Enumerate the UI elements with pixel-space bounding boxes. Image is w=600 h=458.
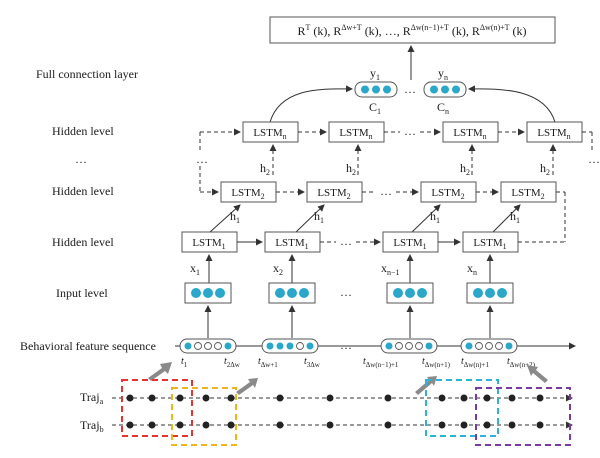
output-formula: RT (k), RΔw+T (k), …, RΔw(n−1)+T (k), RΔ… xyxy=(297,23,526,38)
svg-text:…: … xyxy=(588,152,600,166)
svg-text:tΔw(n)+1: tΔw(n)+1 xyxy=(461,356,489,369)
y1-label: y1 xyxy=(370,66,380,82)
yn-label: yn xyxy=(438,66,448,82)
svg-text:LSTMn: LSTMn xyxy=(537,127,570,141)
curve-to-c1 xyxy=(269,85,353,123)
svg-text:LSTM2: LSTM2 xyxy=(317,187,350,201)
h2-connections: h2 h2 h2 h2 xyxy=(260,144,557,177)
label-input-level: Input level xyxy=(56,286,108,300)
output-formula-box: RT (k), RΔw+T (k), …, RΔw(n−1)+T (k), RΔ… xyxy=(269,16,556,44)
output-ellipsis: … xyxy=(404,82,416,96)
svg-text:LSTMn: LSTMn xyxy=(453,127,486,141)
svg-text:xn: xn xyxy=(467,261,477,277)
svg-text:tΔw(n+2): tΔw(n+2) xyxy=(507,356,536,369)
svg-text:LSTM2: LSTM2 xyxy=(431,187,464,201)
traj-a-label: Traja xyxy=(80,390,104,406)
input-level-nodes: … xyxy=(184,282,514,304)
output-node-cn: yn Cn xyxy=(423,66,467,116)
svg-text:h2: h2 xyxy=(460,161,470,177)
svg-text:LSTMn: LSTMn xyxy=(253,127,286,141)
label-hidden-level-2: Hidden level xyxy=(52,184,114,198)
svg-text:h1: h1 xyxy=(510,209,520,225)
svg-text:LSTM1: LSTM1 xyxy=(393,237,426,251)
svg-text:…: … xyxy=(340,338,352,352)
cn-label: Cn xyxy=(437,100,449,116)
svg-text:h2: h2 xyxy=(346,161,356,177)
svg-text:t3Δw: t3Δw xyxy=(304,356,321,369)
svg-text:…: … xyxy=(340,234,352,248)
svg-text:x2: x2 xyxy=(273,261,283,277)
label-hidden-level-1: Hidden level xyxy=(52,235,114,249)
x-input-connections: x1 x2 xn−1 xn xyxy=(190,254,494,283)
svg-text:…: … xyxy=(404,124,416,138)
svg-text:tΔw(n+1): tΔw(n+1) xyxy=(422,356,451,369)
svg-text:LSTM2: LSTM2 xyxy=(231,187,264,201)
label-full-connection-layer: Full connection layer xyxy=(36,67,138,81)
window-yellow xyxy=(171,387,237,446)
output-node-c1: y1 C1 xyxy=(354,66,398,116)
lstm-2-row: LSTM2 LSTM2 LSTM2 LSTM2 xyxy=(220,181,557,203)
svg-text:t2Δw: t2Δw xyxy=(224,356,241,369)
lstm-n-row: LSTMn LSTMn LSTMn LSTMn xyxy=(242,121,583,143)
svg-text:LSTM1: LSTM1 xyxy=(473,237,506,251)
curve-to-cn xyxy=(468,85,556,123)
svg-text:tΔw(n−1)+1: tΔw(n−1)+1 xyxy=(363,356,399,369)
label-hidden-dots: … xyxy=(75,152,87,166)
svg-text:x1: x1 xyxy=(190,261,200,277)
svg-text:t1: t1 xyxy=(181,356,188,369)
svg-text:h1: h1 xyxy=(430,209,440,225)
svg-text:LSTM2: LSTM2 xyxy=(511,187,544,201)
label-behavioral-feature-sequence: Behavioral feature sequence xyxy=(20,339,156,353)
label-hidden-level-n: Hidden level xyxy=(52,124,114,138)
svg-text:LSTMn: LSTMn xyxy=(339,127,372,141)
svg-text:tΔw+1: tΔw+1 xyxy=(258,356,278,369)
svg-text:…: … xyxy=(340,285,352,299)
traj-b-points xyxy=(126,421,544,429)
svg-text:h1: h1 xyxy=(230,209,240,225)
svg-text:h2: h2 xyxy=(260,161,270,177)
svg-text:h1: h1 xyxy=(314,209,324,225)
sequence-windows: … xyxy=(179,338,518,354)
window-red xyxy=(121,379,193,437)
lstm-1-row: LSTM1 LSTM1 LSTM1 LSTM1 xyxy=(181,231,519,253)
svg-text:LSTM1: LSTM1 xyxy=(192,237,225,251)
time-labels: t1 t2Δw tΔw+1 t3Δw tΔw(n−1)+1 tΔw(n+1) t… xyxy=(181,356,536,369)
svg-text:LSTM1: LSTM1 xyxy=(275,237,308,251)
svg-text:…: … xyxy=(380,184,392,198)
h1-connections: h1 h1 h1 h1 xyxy=(209,204,521,233)
traj-a-points xyxy=(126,394,544,402)
svg-text:xn−1: xn−1 xyxy=(381,261,400,277)
svg-text:…: … xyxy=(196,152,208,166)
traj-b-label: Trajb xyxy=(80,418,104,434)
window-purple xyxy=(475,387,571,446)
c1-label: C1 xyxy=(369,100,381,116)
svg-text:h2: h2 xyxy=(540,161,550,177)
window-cyan xyxy=(425,379,499,437)
